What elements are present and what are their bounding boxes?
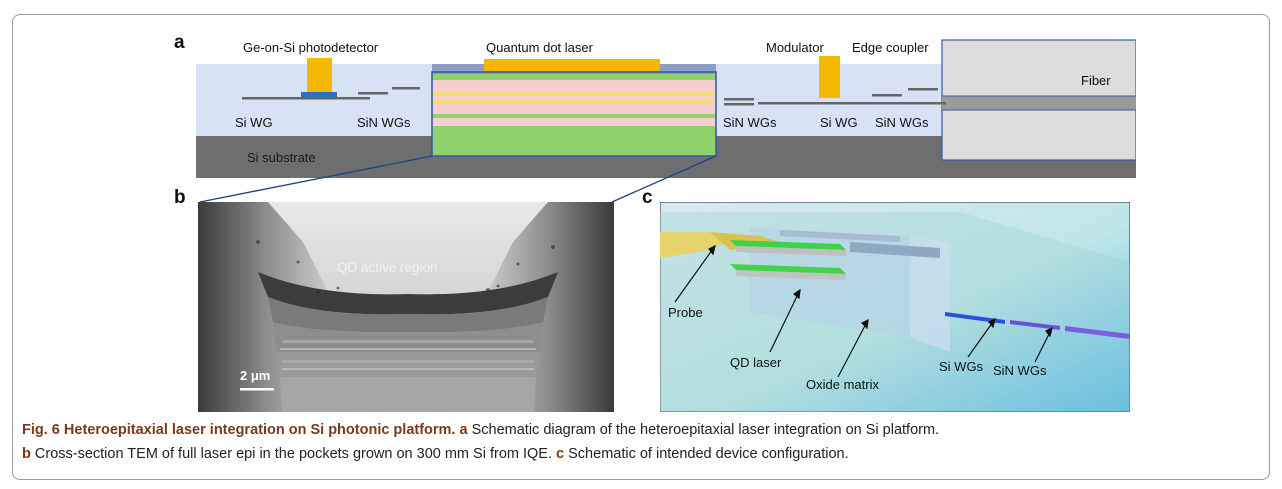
modulator-metal <box>819 56 840 98</box>
scale-bar-label: 2 μm <box>240 368 271 383</box>
figure-caption: Fig. 6 Heteroepitaxial laser integration… <box>22 418 1262 466</box>
label-si-wg-right: Si WG <box>820 115 858 130</box>
panel-a-letter: a <box>174 32 185 53</box>
caption-title: Heteroepitaxial laser integration on Si … <box>63 422 456 438</box>
label-sin-wgs-right: SiN WGs <box>875 115 929 130</box>
label-photodetector: Ge-on-Si photodetector <box>243 40 379 55</box>
label-sin-wgs-mid: SiN WGs <box>723 115 777 130</box>
label-oxide-matrix: Oxide matrix <box>806 377 879 392</box>
label-si-substrate: Si substrate <box>247 150 316 165</box>
fiber-core <box>942 96 1136 110</box>
panel-b-letter: b <box>174 187 186 208</box>
label-sin-wgs-left: SiN WGs <box>357 115 411 130</box>
panel-a-schematic <box>196 39 1136 178</box>
label-qd-laser-c: QD laser <box>730 355 782 370</box>
tem-image <box>198 202 614 412</box>
label-si-wgs: Si WGs <box>939 359 984 374</box>
caption-b-text: Cross-section TEM of full laser epi in t… <box>34 446 552 462</box>
caption-b-letter: b <box>22 446 31 462</box>
laser-pocket-outline <box>431 71 717 157</box>
label-qd-active-region: QD active region <box>337 260 438 275</box>
label-fiber: Fiber <box>1081 73 1111 88</box>
label-si-wg-left: Si WG <box>235 115 273 130</box>
device-render <box>660 202 1130 412</box>
pd-metal <box>307 58 332 92</box>
caption-fig-number: Fig. 6 <box>22 422 60 438</box>
ge-layer <box>301 92 337 97</box>
caption-a-text: Schematic diagram of the heteroepitaxial… <box>471 422 940 438</box>
caption-c-text: Schematic of intended device configurati… <box>568 446 849 462</box>
label-edge-coupler: Edge coupler <box>852 40 929 55</box>
label-probe: Probe <box>668 305 703 320</box>
zoom-lines <box>199 155 717 203</box>
label-qd-laser: Quantum dot laser <box>486 40 593 55</box>
caption-a-letter: a <box>459 422 468 438</box>
laser-top-contact <box>484 59 660 71</box>
caption-c-letter: c <box>556 446 565 462</box>
panel-c-letter: c <box>642 187 653 208</box>
label-modulator: Modulator <box>766 40 824 55</box>
label-sin-wgs-c: SiN WGs <box>993 363 1047 378</box>
